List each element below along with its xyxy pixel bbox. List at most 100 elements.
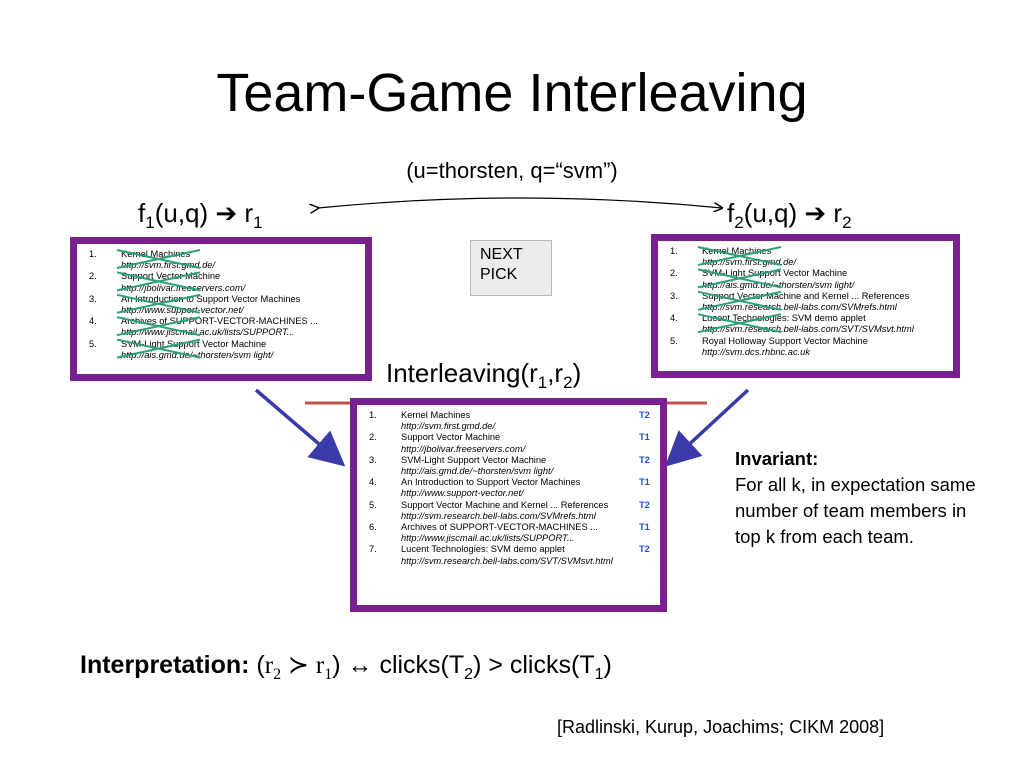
result-url: http://svm.first.gmd.de/	[702, 257, 797, 268]
result-rank: 2.	[89, 271, 97, 282]
result-title: Support Vector Machine	[401, 432, 501, 443]
cross-out-mark	[697, 313, 782, 334]
result-item: 4.Archives of SUPPORT-VECTOR-MACHINES ..…	[89, 316, 365, 338]
left-flow-arrow	[254, 388, 346, 467]
result-item: 4. An Introduction to Support Vector Mach…	[369, 477, 660, 499]
result-rank: 7.	[369, 544, 377, 555]
result-item: 3. An Introduction to Support Vector Mach…	[89, 294, 365, 316]
result-url: http://svm.research.bell-labs.com/SVMref…	[401, 510, 596, 521]
result-title: Lucent Technologies: SVM demo applet	[401, 544, 565, 555]
result-title: Lucent Technologies: SVM demo applet	[702, 313, 866, 324]
citation: [Radlinski, Kurup, Joachims; CIKM 2008]	[557, 717, 885, 737]
result-title: SVM-Light Support Vector Machine	[121, 338, 267, 349]
result-url: http://svm.first.gmd.de/	[121, 260, 216, 271]
r2-crossouts	[697, 246, 782, 334]
result-rank: 5.	[89, 338, 97, 349]
cross-out-mark	[116, 338, 201, 359]
result-title: An Introduction to Support Vector Machin…	[121, 293, 301, 304]
next-pick-box: NEXT PICK	[470, 240, 552, 296]
result-title: An Introduction to Support Vector Machin…	[401, 477, 581, 488]
arrow-icon: ➔	[804, 198, 827, 228]
result-rank: 4.	[369, 477, 377, 488]
f1-label: f1(u,q) ➔ r1	[138, 198, 263, 232]
result-item: 3. Support Vector Machine and Kernel ... …	[670, 291, 953, 313]
cross-out-mark	[116, 249, 201, 269]
r1-crossouts	[116, 249, 201, 359]
result-title: SVM-Light Support Vector Machine	[401, 454, 547, 465]
result-rank: 6.	[369, 522, 377, 533]
query-label: (u=thorsten, q=“svm”)	[406, 158, 618, 183]
cross-out-mark	[116, 271, 201, 292]
result-rank: 4.	[670, 313, 678, 324]
result-rank: 1.	[89, 249, 97, 259]
result-rank: 5.	[369, 499, 377, 510]
invariant-note: Invariant: For all k, in expectation sam…	[735, 446, 985, 550]
result-url: http://svm.research.bell-labs.com/SVT/SV…	[401, 555, 613, 566]
team-label: T2	[639, 410, 650, 420]
invariant-body: For all k, in expectation same number of…	[735, 474, 976, 547]
result-title: Kernel Machines	[121, 249, 191, 259]
result-title: Kernel Machines	[401, 410, 471, 420]
result-rank: 1.	[369, 410, 377, 420]
query-connector	[318, 197, 722, 208]
team-label: T1	[639, 477, 650, 488]
result-url: http://www.support-vector.net/	[121, 305, 244, 316]
result-item: 6. Archives of SUPPORT-VECTOR-MACHINES ..…	[369, 522, 660, 544]
result-url: http://ais.gmd.de/~thorsten/svm light/	[401, 466, 554, 477]
result-url: http://ais.gmd.de/~thorsten/svm light/	[121, 349, 274, 360]
cross-out-mark	[697, 246, 782, 266]
right-flow-arrow	[664, 388, 750, 467]
interleaving-label: Interleaving(r1,r2)	[386, 358, 582, 392]
invariant-heading: Invariant:	[735, 448, 819, 469]
result-rank: 4.	[89, 316, 97, 327]
result-title: Support Vector Machine and Kernel ... Re…	[401, 499, 609, 510]
arrow-icon: ➔	[215, 198, 238, 228]
result-rank: 3.	[369, 454, 377, 465]
result-url: http://www.jiscmail.ac.uk/lists/SUPPORT.…	[401, 533, 575, 544]
result-rank: 3.	[670, 290, 678, 301]
result-url: http://www.jiscmail.ac.uk/lists/SUPPORT.…	[121, 327, 295, 338]
result-title: Support Vector Machine and Kernel ... Re…	[702, 290, 910, 301]
team-label: T1	[639, 432, 650, 443]
result-rank: 2.	[369, 432, 377, 443]
team-label: T2	[639, 499, 650, 510]
result-rank: 5.	[670, 335, 678, 346]
cross-out-mark	[697, 290, 782, 311]
result-rank: 1.	[670, 246, 678, 256]
result-title: SVM-Light Support Vector Machine	[702, 268, 848, 279]
interpretation-line: Interpretation: (r2 ≻ r1) ↔ clicks(T2) >…	[80, 651, 612, 683]
result-title: Kernel Machines	[702, 246, 772, 256]
result-url: http://svm.research.bell-labs.com/SVMref…	[702, 302, 897, 313]
team-label: T1	[639, 522, 650, 533]
result-url: http://svm.research.bell-labs.com/SVT/SV…	[702, 324, 914, 335]
result-url: http://jbolivar.freeservers.com/	[401, 443, 526, 454]
result-title: Support Vector Machine	[121, 271, 221, 282]
slide-title: Team-Game Interleaving	[216, 63, 808, 123]
team-label: T2	[639, 454, 650, 465]
cross-out-mark	[697, 268, 782, 289]
result-url: http://svm.dcs.rhbnc.ac.uk	[702, 346, 810, 357]
result-title: Royal Holloway Support Vector Machine	[702, 335, 868, 346]
f2-label: f2(u,q) ➔ r2	[727, 198, 852, 232]
result-title: Archives of SUPPORT-VECTOR-MACHINES ...	[401, 522, 598, 533]
result-item: 5. Support Vector Machine and Kernel ... …	[369, 500, 660, 522]
cross-out-mark	[116, 293, 201, 314]
cross-out-mark	[116, 316, 201, 337]
team-label: T2	[639, 544, 650, 555]
result-rank: 3.	[89, 293, 97, 304]
result-url: http://www.support-vector.net/	[401, 488, 524, 499]
result-url: http://ais.gmd.de/~thorsten/svm light/	[702, 279, 855, 290]
